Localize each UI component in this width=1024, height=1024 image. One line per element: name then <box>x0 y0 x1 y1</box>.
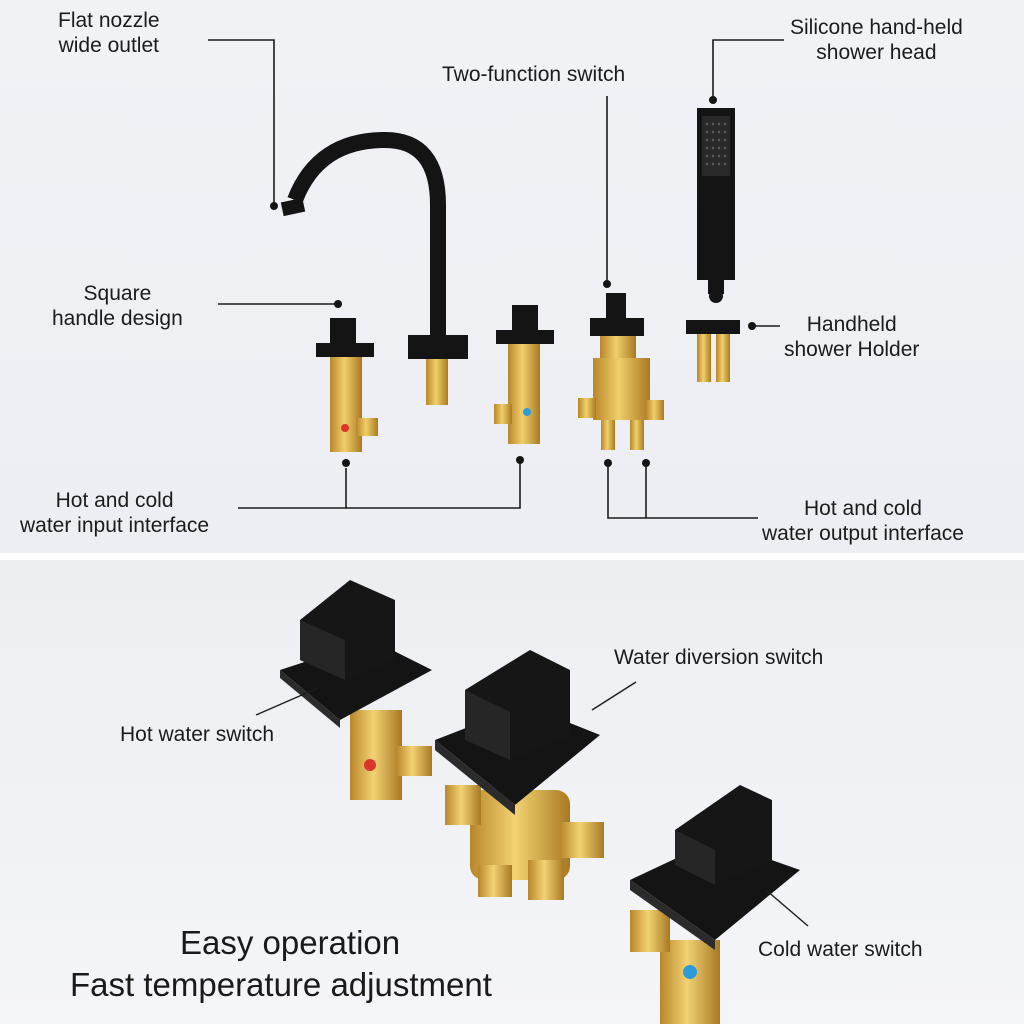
panel-divider <box>0 553 1024 560</box>
cold-valve-closeup <box>630 785 800 1024</box>
faucet-parts-illustration <box>208 39 784 519</box>
hot-indicator-dot <box>341 424 349 432</box>
diverter-valve-image <box>578 293 664 450</box>
diverter-valve-closeup <box>435 650 604 900</box>
hot-water-switch-label: Hot water switch <box>120 723 275 746</box>
cold-valve-image <box>494 305 554 444</box>
water-diversion-switch-label: Water diversion switch <box>614 646 824 669</box>
leader-lines <box>208 39 784 519</box>
hot-valve-image <box>316 318 378 452</box>
hand-shower-image <box>697 108 735 303</box>
cold-water-switch-label: Cold water switch <box>758 938 923 961</box>
tagline-line-1: Easy operation <box>180 924 401 961</box>
tagline-line-2: Fast temperature adjustment <box>70 966 492 1003</box>
shower-holder-image <box>686 320 740 382</box>
closeup-leader-lines <box>255 681 809 927</box>
valves-closeup-illustration <box>255 580 809 1024</box>
two-function-switch-label: Two-function switch <box>442 63 626 86</box>
leader-dots <box>270 96 756 467</box>
cold-indicator-dot <box>523 408 531 416</box>
spout-image <box>280 131 468 405</box>
hot-valve-closeup <box>280 580 432 800</box>
valves-closeup-panel: Water diversion switch Hot water switch … <box>0 560 1024 1024</box>
